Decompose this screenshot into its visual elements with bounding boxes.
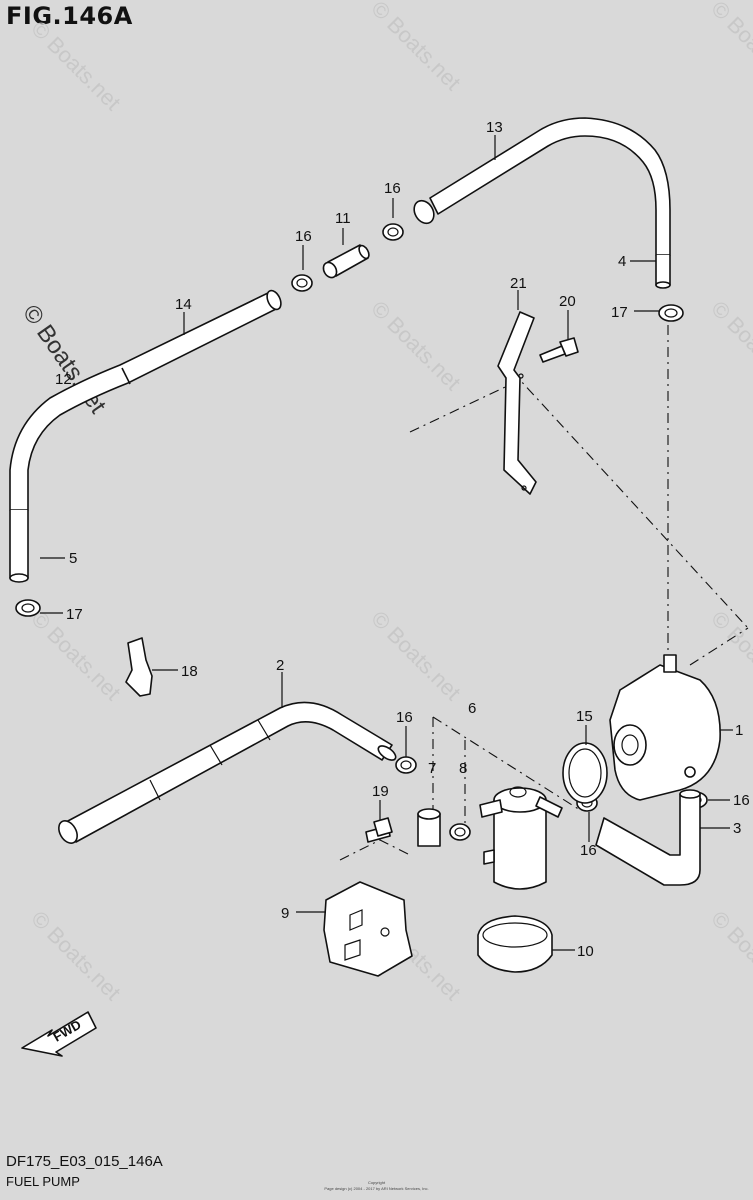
callout-21: 21: [510, 275, 527, 292]
fuel-pump-1: [609, 654, 721, 801]
clamp-18: [125, 637, 153, 697]
callout-15: 15: [576, 708, 593, 725]
callout-4: 4: [618, 253, 626, 270]
callout-20: 20: [559, 293, 576, 310]
watermark: © Boats.net: [706, 906, 753, 1005]
callout-16-c: 16: [396, 709, 413, 726]
diagram-code: DF175_E03_015_146A: [6, 1153, 163, 1170]
callout-7: 7: [428, 760, 436, 777]
callout-1: 1: [735, 722, 743, 739]
callout-leaders: [40, 135, 733, 951]
bolt-19: [365, 817, 393, 843]
callout-17-a: 17: [611, 304, 628, 321]
assembly-lines: [339, 325, 749, 861]
connector-11: [322, 244, 370, 279]
clip-17-a: [658, 304, 684, 322]
diagram-name: FUEL PUMP: [6, 1174, 80, 1189]
copyright-line-1: Copyright: [367, 1180, 386, 1185]
callout-2: 2: [276, 657, 284, 674]
clamp-10: [477, 915, 553, 973]
hose-2: [58, 701, 397, 844]
bolt-20: [539, 337, 579, 363]
clip-16-a: [291, 274, 313, 292]
bracket-21: [497, 311, 537, 495]
callout-16-b: 16: [384, 180, 401, 197]
watermark: © Boats.net: [706, 606, 753, 705]
tube-7: [417, 808, 441, 847]
watermark: © Boats.net: [706, 296, 753, 395]
copyright-line-2: Page design (c) 2004 - 2017 by ARI Netwo…: [324, 1186, 429, 1191]
watermark: © Boats.net: [366, 0, 465, 95]
figure-title: FIG.146A: [6, 2, 133, 30]
callout-18: 18: [181, 663, 198, 680]
watermark: © Boats.net: [366, 296, 465, 395]
callout-numbers: 1 2 3 4 5 6 7 8 9 10 11 12 13 14 15 16 1…: [55, 119, 750, 960]
callout-16-e: 16: [580, 842, 597, 859]
watermark: © Boats.net: [706, 0, 753, 95]
hose-13: [413, 117, 671, 289]
clip-16-c: [395, 756, 417, 774]
clip-8: [449, 823, 471, 841]
callout-19: 19: [372, 783, 389, 800]
callout-14: 14: [175, 296, 192, 313]
callout-11: 11: [335, 210, 351, 227]
callout-10: 10: [577, 943, 594, 960]
watermark: © Boats.net: [366, 606, 465, 705]
callout-13: 13: [486, 119, 503, 136]
hose-3: [595, 789, 701, 886]
callout-6: 6: [468, 700, 476, 717]
fwd-arrow-icon: FWD: [21, 1011, 97, 1057]
callout-9: 9: [281, 905, 289, 922]
callout-16-a: 16: [295, 228, 312, 245]
callout-5: 5: [69, 550, 77, 567]
hose-14: [9, 289, 282, 583]
fuel-filter-6: [479, 786, 563, 890]
callout-17-b: 17: [66, 606, 83, 623]
callout-12: 12: [55, 371, 72, 388]
clip-16-b: [382, 223, 404, 241]
bracket-9: [323, 881, 413, 977]
o-ring-15: [562, 742, 608, 804]
callout-3: 3: [733, 820, 741, 837]
watermark: © Boats.net: [26, 16, 125, 115]
callout-16-d: 16: [733, 792, 750, 809]
watermark: © Boats.net: [26, 906, 125, 1005]
callout-8: 8: [459, 760, 467, 777]
clip-17-b: [15, 599, 41, 617]
